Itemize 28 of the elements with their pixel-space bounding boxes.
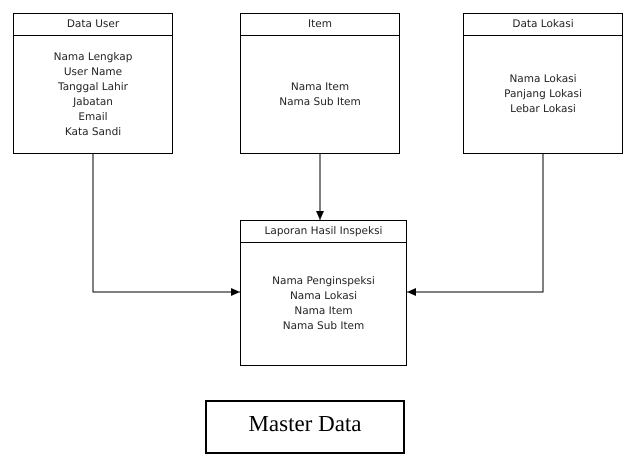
- entity-table: [13, 13, 173, 154]
- table-header: Data User: [66, 16, 120, 32]
- attribute-text: Lebar Lokasi: [510, 102, 576, 117]
- table-header: Laporan Hasil Inspeksi: [264, 224, 382, 239]
- attribute-text: Nama Lokasi: [509, 72, 577, 87]
- attribute-text: Nama Item: [294, 304, 353, 319]
- table-header: Data Lokasi: [512, 16, 574, 32]
- entity-table: [463, 13, 623, 154]
- arrow: [92, 154, 240, 296]
- entity-table: [240, 220, 407, 366]
- attribute-text: Nama Sub Item: [279, 94, 361, 110]
- attribute-text: Panjang Lokasi: [504, 87, 582, 102]
- table-header: Item: [308, 16, 332, 32]
- attribute-text: Nama Item: [290, 80, 350, 94]
- attribute-text: Jabatan: [73, 94, 113, 110]
- attribute-text: User Name: [64, 64, 122, 80]
- title-box: [205, 400, 405, 454]
- attribute-text: Nama Sub Item: [282, 319, 364, 334]
- attribute-text: Nama Penginspeksi: [272, 274, 375, 289]
- attribute-text: Nama Lengkap: [54, 50, 132, 64]
- arrow: [316, 154, 324, 220]
- entity-table: [240, 13, 400, 154]
- attribute-text: Tanggal Lahir: [58, 80, 128, 94]
- attribute-text: Kata Sandi: [64, 124, 122, 140]
- attribute-text: Nama Lokasi: [290, 289, 358, 304]
- title-text: Master Data: [248, 410, 362, 438]
- attribute-text: Email: [78, 110, 108, 124]
- arrow: [406, 154, 544, 296]
